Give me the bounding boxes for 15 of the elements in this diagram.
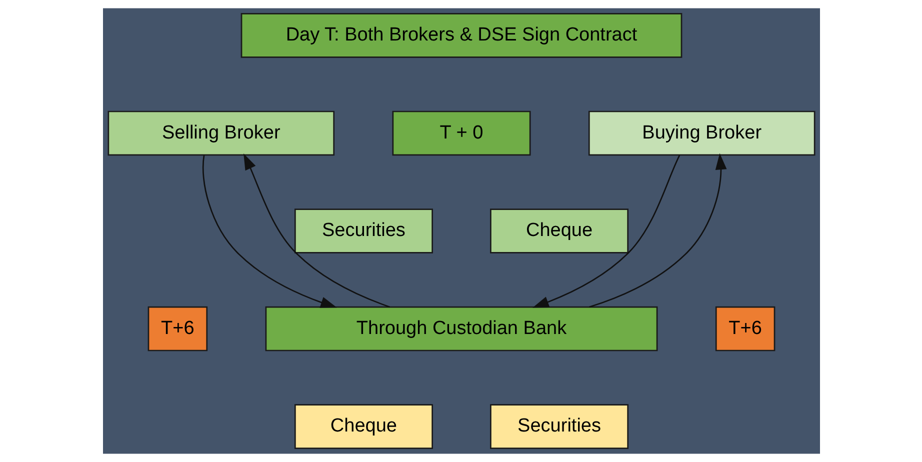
arrow xyxy=(532,155,680,308)
node-box: Day T: Both Brokers & DSE Sign Contract xyxy=(240,13,682,58)
node-box: Selling Broker xyxy=(107,110,334,156)
node-box: Securities xyxy=(490,404,628,449)
arrow xyxy=(588,153,726,308)
arrow xyxy=(243,153,390,308)
node-box: Cheque xyxy=(490,208,628,254)
node-box: T+6 xyxy=(147,306,208,352)
arrow xyxy=(202,155,336,308)
node-box: T+6 xyxy=(714,306,775,352)
node-box: Securities xyxy=(294,208,432,254)
node-box: Cheque xyxy=(294,404,432,449)
node-box: Buying Broker xyxy=(588,110,815,156)
node-box: T + 0 xyxy=(392,110,530,156)
node-box: Through Custodian Bank xyxy=(264,306,658,352)
